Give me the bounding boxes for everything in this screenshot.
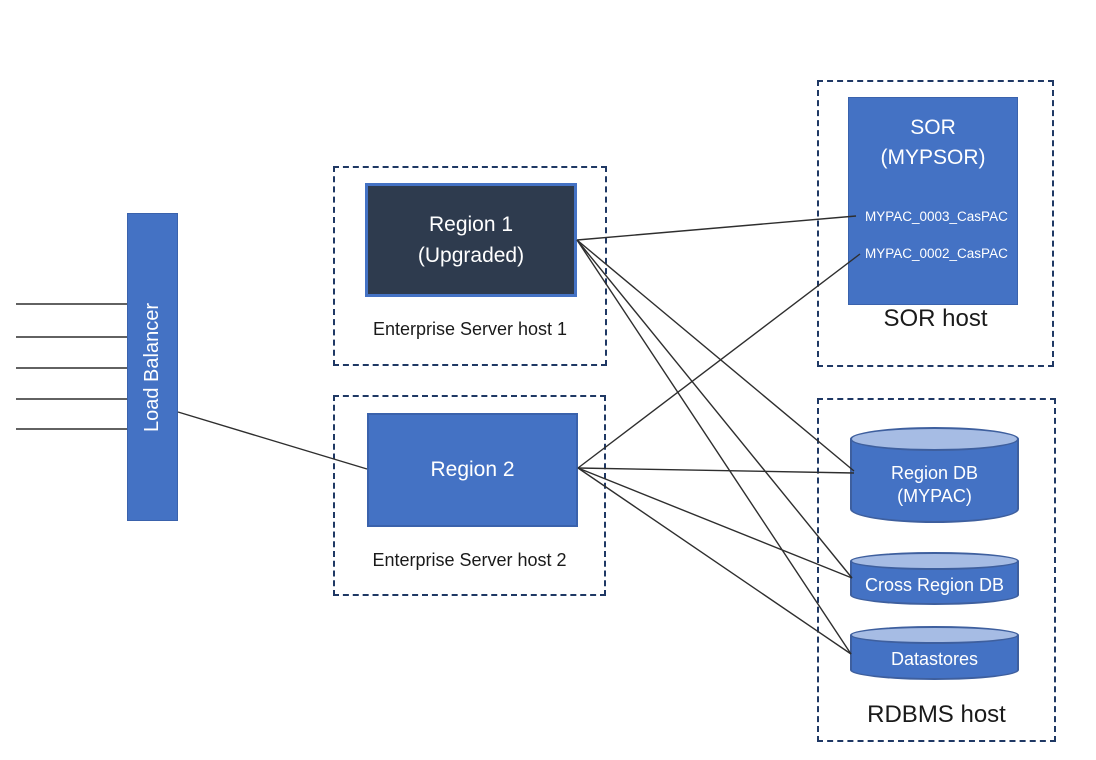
region1-box: Region 1 (Upgraded) (365, 183, 577, 297)
region-db-label-line1: Region DB (890, 462, 979, 483)
region1-label-line1: Region 1 (428, 212, 514, 236)
sor-title: SOR (MYPSOR) (849, 113, 1017, 174)
datastores-label-line1: Datastores (890, 649, 979, 670)
enterprise-server-host2-caption: Enterprise Server host 2 (372, 550, 567, 570)
region1-to-cross-region-db-line (576, 239, 853, 579)
region2-box: Region 2 (367, 413, 578, 527)
rdbms-host-caption: RDBMS host (867, 701, 1006, 728)
region2-to-datastores-line (577, 467, 852, 655)
datastores-label: Datastores (850, 626, 1019, 680)
region2-to-region-db-line (577, 467, 855, 474)
region1-to-region-db-line (576, 239, 855, 472)
sor-box: SOR (MYPSOR) MYPAC_0003_CasPAC MYPAC_000… (848, 97, 1018, 305)
sor-host-caption: SOR host (883, 305, 988, 332)
region1-to-sor-line (576, 215, 857, 241)
region1-to-datastores-line (576, 239, 852, 655)
cross-region-db-label: Cross Region DB (850, 552, 1019, 605)
sor-title-line1: SOR (910, 116, 956, 139)
region-db-cylinder: Region DB (MYPAC) (850, 427, 1019, 523)
region-db-label-line2: (MYPAC) (897, 486, 972, 506)
region2-to-cross-region-db-line (577, 467, 853, 579)
cross-region-db-cylinder: Cross Region DB (850, 552, 1019, 605)
load-balancer-box: Load Balancer (127, 213, 178, 521)
enterprise-server-host1-caption: Enterprise Server host 1 (372, 319, 568, 339)
datastores-cylinder: Datastores (850, 626, 1019, 680)
pac-label-0002: MYPAC_0002_CasPAC (865, 246, 1008, 261)
sor-title-line2: (MYPSOR) (880, 146, 986, 170)
pac-label-0003: MYPAC_0003_CasPAC (865, 209, 1008, 224)
region2-label: Region 2 (430, 458, 515, 481)
load-balancer-label: Load Balancer (141, 302, 164, 432)
region1-label-line2: (Upgraded) (417, 244, 525, 267)
cross-region-db-label-line1: Cross Region DB (864, 574, 1005, 595)
region-db-label: Region DB (MYPAC) (850, 427, 1019, 523)
